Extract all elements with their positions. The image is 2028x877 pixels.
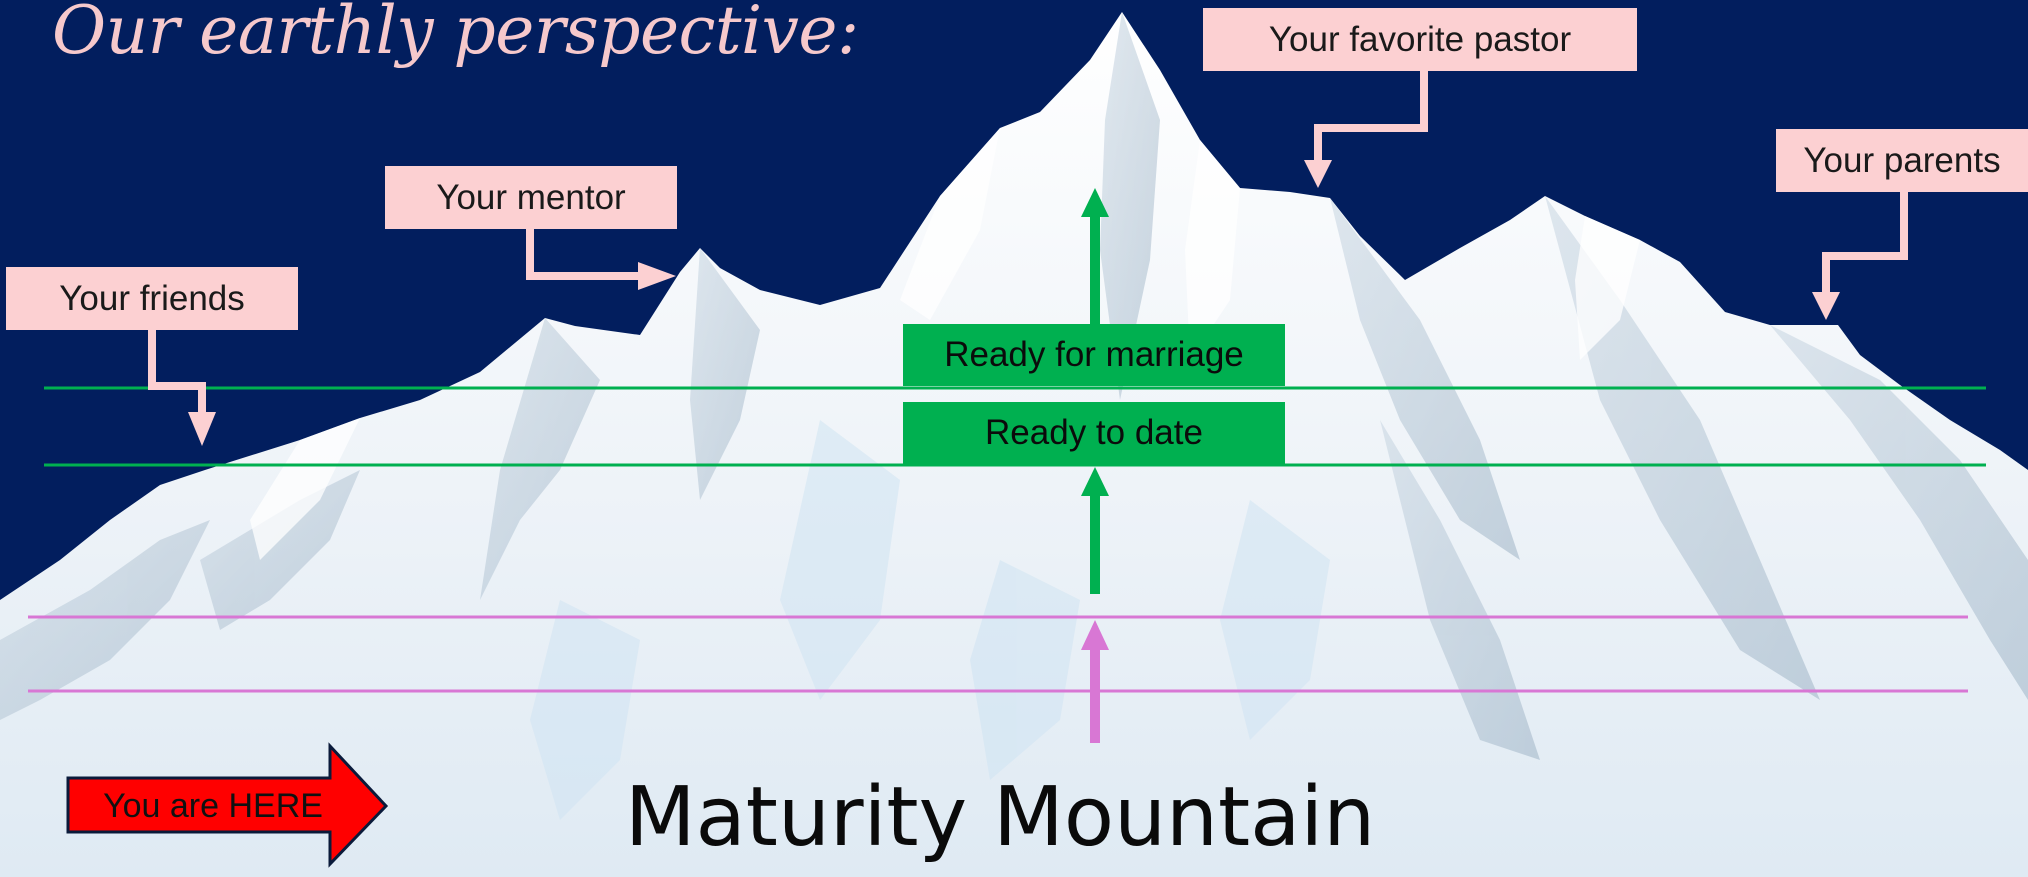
mentor-pointer-arrow xyxy=(526,228,676,290)
parents-label: Your parents xyxy=(1776,129,2028,192)
mountain-title: Maturity Mountain xyxy=(624,769,1376,865)
mountain-highlights xyxy=(250,128,1640,560)
parents-pointer-arrow xyxy=(1812,192,1908,320)
you-are-here-arrow xyxy=(66,742,389,868)
ready-for-marriage-label: Ready for marriage xyxy=(903,324,1285,386)
mountain-shadows xyxy=(0,12,2028,760)
pastor-pointer-arrow xyxy=(1304,70,1428,188)
green-arrow-lower xyxy=(1081,467,1109,594)
friends-pointer-arrow xyxy=(148,328,216,446)
pastor-label: Your favorite pastor xyxy=(1203,8,1637,71)
slide-title: Our earthly perspective: xyxy=(52,0,859,69)
magenta-arrow xyxy=(1081,620,1109,743)
friends-label: Your friends xyxy=(6,267,298,330)
you-are-here-label: You are HERE xyxy=(103,786,323,825)
green-arrow-upper xyxy=(1081,188,1109,326)
mountain-ice-tint xyxy=(530,420,1330,820)
ready-to-date-label: Ready to date xyxy=(903,402,1285,464)
mentor-label: Your mentor xyxy=(385,166,677,229)
